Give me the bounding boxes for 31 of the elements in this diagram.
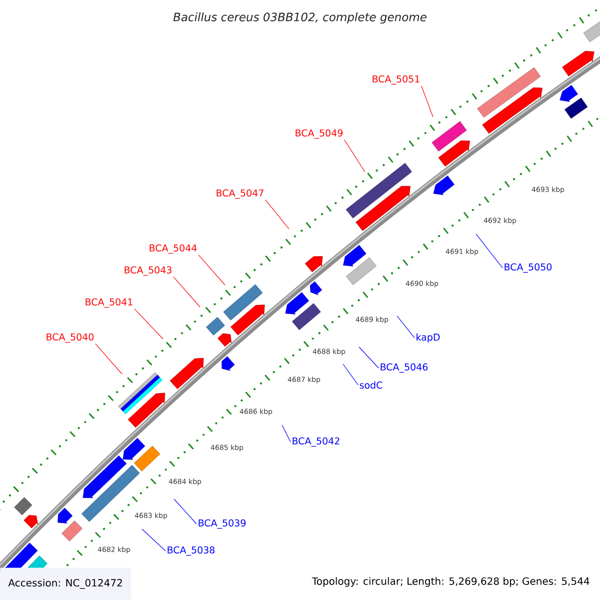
leader-line: [342, 364, 358, 386]
gene-label: kapD: [416, 333, 440, 343]
leader-line: [421, 86, 434, 118]
gene-label: BCA_5051: [372, 75, 420, 85]
leader-line: [344, 140, 366, 172]
gene-label: BCA_5042: [292, 437, 340, 447]
leader-line: [265, 200, 290, 230]
gene-label: BCA_5050: [504, 263, 552, 273]
gene-label: BCA_5041: [86, 298, 132, 308]
leader-line: [95, 344, 122, 374]
gene-label: BCA_5046: [380, 363, 428, 373]
gene-label: BCA_5043: [124, 266, 172, 276]
leader-line: [282, 424, 291, 442]
gene-label: BCA_5038: [168, 546, 215, 556]
leader-line: [198, 254, 226, 286]
leader-line: [358, 346, 379, 368]
footer-text: Topology: circular; Length: 5,269,628 bp; Genes: 5,544: [312, 577, 590, 587]
gene-label: BCA_5047: [216, 189, 264, 199]
leader-line: [173, 276, 200, 308]
leader-line: [476, 234, 503, 268]
title: Bacillus cereus 03BB102, complete genome: [173, 12, 426, 24]
leader-line: [134, 308, 164, 340]
leader-line: [174, 498, 197, 524]
leader-line: [142, 528, 166, 552]
footer-text: Accession: NC_012472: [0, 568, 131, 600]
gene-label: BCA_5040: [46, 333, 94, 343]
gene-label: sodC: [360, 381, 382, 389]
gene-label: BCA_5044: [150, 244, 197, 254]
gene-label: BCA_5039: [198, 519, 246, 529]
leader-line: [396, 316, 415, 338]
gene-label: BCA_5049: [296, 129, 343, 139]
